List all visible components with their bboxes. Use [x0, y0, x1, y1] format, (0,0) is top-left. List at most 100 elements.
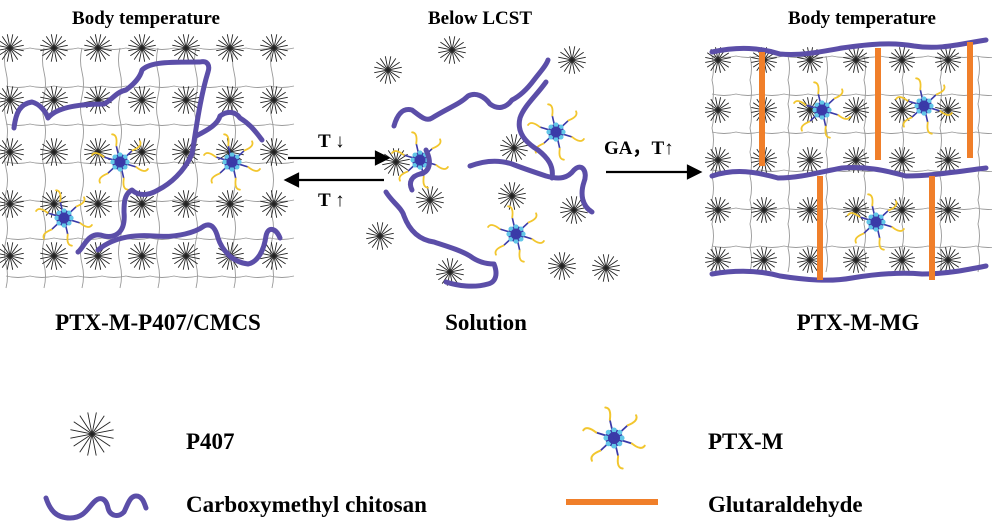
right-chitosan-chains — [709, 37, 989, 283]
p407-star — [172, 242, 200, 270]
ptx-micelle — [527, 103, 585, 161]
middle-panel-heading: Below LCST — [428, 8, 532, 29]
chitosan-chain — [709, 263, 989, 283]
p407-star — [889, 247, 915, 273]
p407-star — [216, 190, 244, 218]
p407-star — [366, 222, 394, 250]
p407-star — [0, 242, 24, 270]
p407-star — [382, 148, 410, 176]
legend-p407-label: P407 — [186, 429, 235, 454]
middle-panel-solution — [366, 36, 620, 289]
heat-label: T ↑ — [318, 190, 345, 211]
p407-star — [84, 138, 112, 166]
right-panel-heading: Body temperature — [788, 8, 936, 29]
p407-star — [0, 138, 24, 166]
p407-star — [40, 242, 68, 270]
p407-star — [128, 138, 156, 166]
legend-ptx-m-label: PTX-M — [708, 429, 784, 454]
right-panel-caption: PTX-M-MG — [797, 310, 920, 335]
p407-star — [40, 190, 68, 218]
legend-p407-symbol — [70, 412, 114, 456]
p407-star — [751, 197, 777, 223]
p407-star — [172, 34, 200, 62]
p407-star — [843, 47, 869, 73]
p407-star — [416, 186, 444, 214]
chitosan-chain — [709, 37, 989, 57]
arrow-right-head — [374, 150, 391, 166]
ptx-micelle — [487, 205, 545, 263]
right-panel-crosslinked-gel — [705, 37, 992, 283]
middle-panel-caption: Solution — [445, 310, 527, 335]
p407-star — [705, 147, 731, 173]
p407-star — [498, 182, 526, 210]
p407-star — [705, 47, 731, 73]
p407-star — [438, 36, 466, 64]
p407-star — [260, 86, 288, 114]
p407-star — [843, 247, 869, 273]
legend-chitosan-label: Carboxymethyl chitosan — [186, 492, 427, 517]
p407-star — [705, 247, 731, 273]
legend-chitosan-symbol — [43, 493, 149, 521]
p407-star — [84, 190, 112, 218]
arrow-left-head — [283, 172, 300, 188]
chitosan-chain — [709, 165, 989, 181]
ptx-micelle — [203, 133, 261, 191]
p407-star — [843, 197, 869, 223]
reversible-arrows — [283, 150, 391, 188]
p407-star — [889, 47, 915, 73]
left-panel-heading: Body temperature — [72, 8, 220, 29]
p407-star — [705, 197, 731, 223]
p407-star — [70, 412, 114, 456]
middle-p407-stars — [366, 36, 620, 286]
ptx-micelle — [793, 81, 851, 139]
chitosan-chain — [383, 189, 499, 289]
p407-star — [260, 190, 288, 218]
left-panel-caption: PTX-M-P407/CMCS — [55, 310, 261, 335]
p407-star — [558, 46, 586, 74]
ptx-micelle — [847, 193, 905, 251]
p407-star — [216, 34, 244, 62]
legend-ptx-m-symbol — [582, 406, 646, 470]
middle-chitosan-chains — [383, 57, 595, 289]
p407-star — [128, 86, 156, 114]
legend: P407 PTX-M Carboxymethyl chitosan Glutar… — [43, 406, 863, 521]
p407-star — [935, 147, 961, 173]
ptx-micelle — [582, 406, 646, 470]
ptx-micelle — [35, 189, 93, 247]
right-grid-network — [711, 55, 992, 273]
p407-star — [0, 190, 24, 218]
chitosan-chain — [407, 147, 432, 193]
left-ptx-micelles — [35, 133, 261, 247]
p407-star — [935, 197, 961, 223]
crosslink-label: GA，T↑ — [604, 138, 674, 159]
ptx-micelle — [91, 133, 149, 191]
crosslink-arrow — [606, 164, 703, 180]
p407-star — [0, 34, 24, 62]
chitosan-chain — [95, 222, 283, 267]
p407-star — [889, 147, 915, 173]
cool-label: T ↓ — [318, 131, 345, 152]
p407-star — [172, 86, 200, 114]
p407-star — [797, 147, 823, 173]
p407-star — [40, 138, 68, 166]
p407-star — [0, 86, 24, 114]
p407-star — [843, 97, 869, 123]
p407-star — [436, 258, 464, 286]
p407-star — [260, 242, 288, 270]
p407-star — [500, 134, 528, 162]
chitosan-chain — [391, 57, 551, 129]
legend-glutaraldehyde-label: Glutaraldehyde — [708, 492, 863, 517]
chitosan-chain — [193, 109, 265, 143]
p407-star — [548, 252, 576, 280]
middle-ptx-micelles — [391, 103, 585, 263]
chitosan-chain — [516, 79, 555, 181]
ptx-micelle — [895, 77, 953, 135]
p407-star — [172, 190, 200, 218]
p407-star — [889, 97, 915, 123]
p407-star — [751, 247, 777, 273]
p407-star — [935, 97, 961, 123]
p407-star — [84, 34, 112, 62]
p407-star — [40, 34, 68, 62]
left-chitosan-chains — [11, 59, 283, 267]
